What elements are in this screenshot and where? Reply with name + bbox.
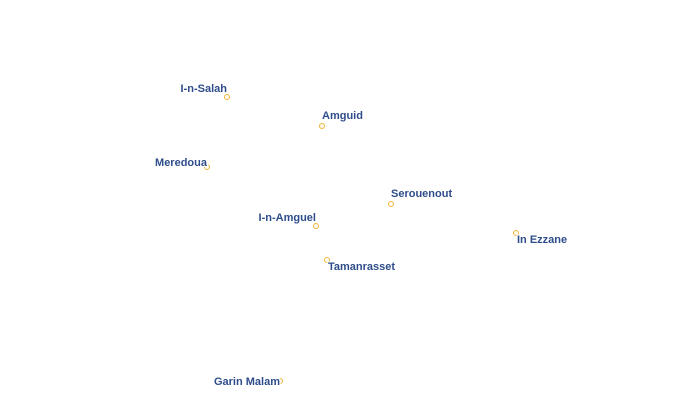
place-label: In Ezzane xyxy=(517,234,568,246)
place-label: Amguid xyxy=(322,110,363,122)
place-label: I-n-Salah xyxy=(180,83,227,95)
place-marker-icon[interactable] xyxy=(224,94,230,100)
place-label: Garin Malam xyxy=(213,376,280,388)
place-marker-icon[interactable] xyxy=(313,223,319,229)
place-label: Serouenout xyxy=(391,188,453,200)
place-label: Meredoua xyxy=(155,157,207,169)
place-label: I-n-Amguel xyxy=(258,212,316,224)
place-marker-icon[interactable] xyxy=(388,201,394,207)
place-marker-icon[interactable] xyxy=(319,123,325,129)
place-label: Tamanrasset xyxy=(328,261,396,273)
place-marker-icon[interactable] xyxy=(324,257,330,263)
place-marker-icon[interactable] xyxy=(513,230,519,236)
place-marker-icon[interactable] xyxy=(277,378,283,384)
place-marker-icon[interactable] xyxy=(204,164,210,170)
